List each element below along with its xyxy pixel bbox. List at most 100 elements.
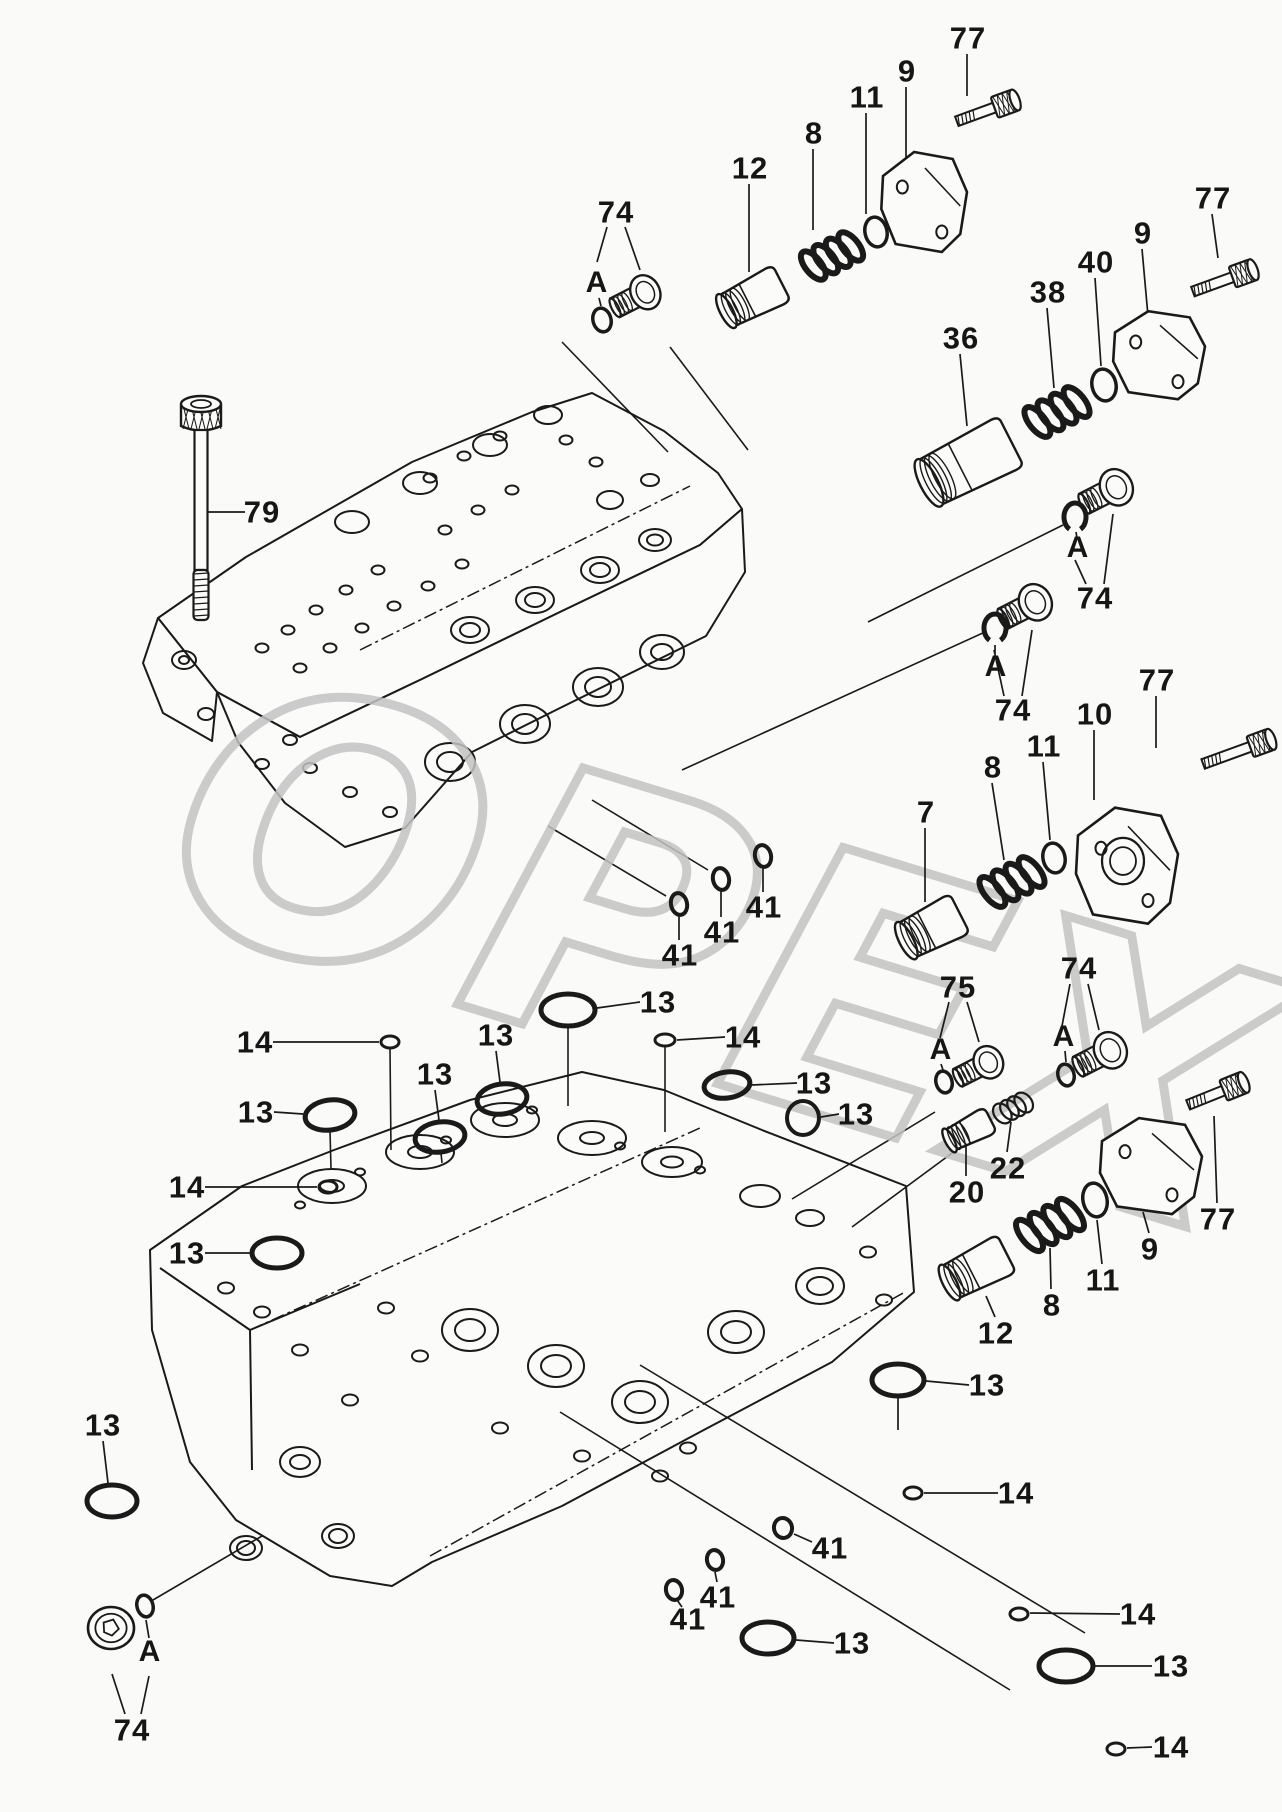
callout-label-10-18: 10 bbox=[1076, 696, 1114, 732]
oring-41-low-1 bbox=[771, 1516, 795, 1540]
spring-8-top bbox=[797, 229, 867, 283]
lower-valve-body bbox=[149, 1071, 915, 1587]
callout-label-13-56: 13 bbox=[1152, 1648, 1190, 1684]
oring-41-up-1 bbox=[668, 891, 690, 917]
leader-line bbox=[1142, 1211, 1150, 1234]
leader-line bbox=[1087, 983, 1100, 1031]
cover-9-low bbox=[1098, 1116, 1204, 1216]
callout-label-13-25: 13 bbox=[639, 984, 677, 1020]
leader-line bbox=[820, 1113, 840, 1118]
callout-label-77-0: 77 bbox=[949, 20, 987, 56]
callout-label-a-37: A bbox=[1052, 1020, 1076, 1053]
leader-line bbox=[495, 1050, 501, 1083]
leader-line bbox=[1141, 248, 1149, 317]
callout-label-14-57: 14 bbox=[1152, 1729, 1190, 1765]
callout-label-77-17: 77 bbox=[1138, 662, 1176, 698]
callout-label-8-20: 8 bbox=[983, 749, 1003, 785]
callout-label-13-47: 13 bbox=[168, 1235, 206, 1271]
leader-line bbox=[111, 1673, 126, 1715]
bolt-79 bbox=[179, 394, 223, 622]
spring-8-right bbox=[976, 854, 1048, 910]
plug-74-top bbox=[608, 274, 662, 319]
oring-41-up-3 bbox=[752, 843, 774, 869]
callout-label-74-49: 74 bbox=[113, 1712, 151, 1748]
callout-label-77-7: 77 bbox=[1194, 180, 1232, 216]
callout-label-a-35: A bbox=[929, 1033, 953, 1066]
leader-line bbox=[991, 782, 1005, 861]
oring-13-left-1 bbox=[302, 1097, 358, 1133]
leader-line bbox=[624, 226, 641, 271]
oring-14-bot-1 bbox=[1008, 1606, 1030, 1622]
leader-line bbox=[1211, 213, 1219, 259]
plug-36 bbox=[913, 417, 1023, 508]
callout-label-13-54: 13 bbox=[833, 1625, 871, 1661]
leader-line bbox=[676, 1036, 726, 1041]
leader-line bbox=[751, 1082, 798, 1086]
callout-label-38-10: 38 bbox=[1029, 274, 1067, 310]
oring-40 bbox=[1090, 367, 1118, 403]
oring-41-up-2 bbox=[710, 866, 732, 892]
snapring-right-2 bbox=[981, 611, 1009, 643]
oring-14-left-2 bbox=[317, 1179, 339, 1195]
callout-label-11-42: 11 bbox=[1085, 1262, 1121, 1298]
callout-label-9-8: 9 bbox=[1133, 215, 1153, 251]
callout-label-7-21: 7 bbox=[916, 794, 936, 830]
leader-line bbox=[993, 649, 1005, 697]
cover-9-top bbox=[880, 150, 969, 254]
bolt-77-top bbox=[953, 88, 1022, 128]
oring-13-mid-1 bbox=[701, 1069, 753, 1101]
oring-13-bot-1 bbox=[739, 1619, 797, 1657]
oring-41-low-2 bbox=[704, 1548, 726, 1572]
callout-label-13-32: 13 bbox=[795, 1065, 833, 1101]
leader-line bbox=[925, 1380, 970, 1386]
leader-line bbox=[1049, 1247, 1052, 1290]
oring-74-top bbox=[591, 306, 613, 334]
callout-label-12-4: 12 bbox=[731, 150, 769, 186]
plug-75 bbox=[951, 1044, 1005, 1089]
leader-line bbox=[1075, 531, 1078, 539]
oring-13-left-3 bbox=[84, 1482, 140, 1520]
callout-label-8-3: 8 bbox=[804, 115, 824, 151]
leader-line bbox=[1103, 513, 1114, 585]
oring-74-low bbox=[1056, 1062, 1076, 1088]
callout-label-74-15: 74 bbox=[994, 692, 1032, 728]
callout-label-74-13: 74 bbox=[1076, 580, 1114, 616]
bolt-77-right-mid bbox=[1200, 727, 1278, 770]
oring-13-low-1 bbox=[869, 1361, 927, 1399]
oring-13-c1 bbox=[538, 991, 598, 1029]
leader-line bbox=[1061, 983, 1071, 1027]
bolt-77-right-top bbox=[1189, 258, 1260, 298]
cover-9-right-top bbox=[1111, 309, 1207, 401]
leader-line bbox=[1096, 1219, 1103, 1265]
callout-label-a-50: A bbox=[138, 1635, 162, 1668]
leader-line bbox=[1126, 1746, 1153, 1749]
leader-line bbox=[795, 1639, 835, 1644]
plug-20 bbox=[941, 1108, 997, 1154]
oring-11-right bbox=[1041, 841, 1067, 875]
leader-line bbox=[959, 353, 968, 427]
leader-line bbox=[145, 1619, 150, 1639]
callout-label-13-27: 13 bbox=[477, 1017, 515, 1053]
oring-14-low-1 bbox=[902, 1485, 924, 1501]
cover-10 bbox=[1074, 806, 1180, 926]
spring-22 bbox=[991, 1091, 1035, 1125]
oring-74-bottom-left bbox=[135, 1593, 155, 1619]
callout-label-13-28: 13 bbox=[416, 1056, 454, 1092]
callout-label-40-9: 40 bbox=[1077, 244, 1115, 280]
leader-line bbox=[596, 1001, 641, 1009]
callout-label-14-29: 14 bbox=[236, 1024, 274, 1060]
upper-valve-body bbox=[142, 392, 746, 848]
callout-label-a-14: A bbox=[1066, 531, 1090, 564]
oring-14-c1 bbox=[653, 1032, 677, 1048]
plug-74-bottom-left bbox=[86, 1605, 136, 1651]
plug-12-low bbox=[937, 1235, 1016, 1302]
callout-label-13-45: 13 bbox=[968, 1367, 1006, 1403]
callout-label-13-30: 13 bbox=[237, 1094, 275, 1130]
oring-14-left-1 bbox=[379, 1034, 401, 1050]
callout-label-9-1: 9 bbox=[897, 53, 917, 89]
callout-label-74-36: 74 bbox=[1060, 950, 1098, 986]
leader-line bbox=[1074, 559, 1087, 585]
plug-74-right-1 bbox=[1077, 467, 1135, 516]
